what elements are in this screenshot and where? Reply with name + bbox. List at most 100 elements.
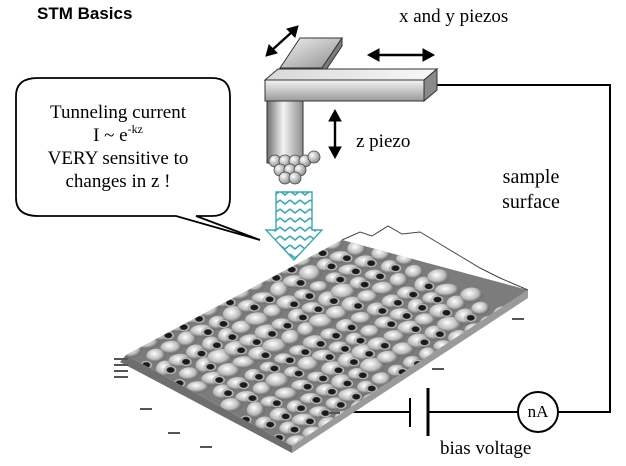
surface-pit [203, 361, 218, 372]
surface-pit [252, 371, 266, 382]
surface-pit [333, 399, 348, 410]
surface-pit [201, 327, 215, 338]
surface-pit [430, 294, 445, 305]
surface-pit [269, 398, 284, 409]
surface-bump [217, 363, 242, 379]
surface-bump [178, 367, 201, 382]
surface-bump [265, 372, 291, 390]
surface-pit [357, 279, 372, 290]
surface-pit [384, 319, 399, 330]
piezo-scanner [263, 36, 439, 185]
ammeter-label: nA [527, 402, 549, 421]
surface-bump [446, 295, 467, 312]
surface-pit [404, 380, 419, 391]
surface-pit [415, 302, 430, 313]
surface-pit [282, 355, 297, 366]
surface-pit [303, 416, 317, 427]
sample-surface-label: sample surface [494, 165, 568, 215]
surface-pit [263, 419, 278, 430]
surface-pit [212, 375, 227, 385]
surface-pit [364, 258, 379, 269]
surface-bump [414, 313, 437, 328]
surface-bump [297, 356, 320, 373]
xy-piezos-label: x and y piezos [399, 6, 509, 27]
surface-bump [220, 398, 243, 414]
surface-pit [309, 394, 324, 405]
surface-pit [221, 388, 236, 399]
surface-pit [300, 381, 315, 392]
scale-ticks [114, 318, 524, 448]
surface-pit [315, 248, 330, 259]
surface-pit [432, 329, 447, 340]
surface-pit [313, 338, 328, 349]
surface-pit [280, 320, 295, 331]
surface-pit [225, 332, 240, 343]
surface-pit [293, 277, 308, 288]
surface-bump [232, 356, 257, 370]
bubble-line2-base: I ~ e [93, 125, 128, 146]
surface-pit [223, 297, 237, 308]
surface-bump [470, 335, 496, 352]
surface-bump [270, 281, 290, 300]
surface-pit [216, 318, 231, 329]
surface-pit [355, 370, 370, 381]
surface-pit [439, 307, 454, 318]
surface-pit [331, 365, 346, 376]
arrows [265, 25, 436, 160]
surface-bump [371, 281, 396, 296]
page-title: STM Basics [37, 4, 133, 23]
surface-bump [186, 381, 210, 394]
surface-pit [316, 373, 331, 384]
surface-bump [160, 340, 183, 355]
surface-bump [427, 269, 451, 286]
surface-pit [318, 408, 333, 419]
surface-bump [357, 290, 379, 304]
surface-pit [163, 365, 178, 375]
z-piezo-label: z piezo [356, 131, 411, 152]
surface-bump [376, 350, 400, 366]
surface-pit [278, 411, 293, 422]
y-arrow-icon [265, 25, 299, 57]
surface-pit [236, 380, 251, 390]
bubble-line4: changes in z ! [65, 171, 171, 192]
surface-pit [302, 291, 317, 302]
surface-pit [390, 297, 405, 308]
surface-pit [179, 356, 194, 367]
surface-pit [329, 330, 344, 341]
surface-bump [244, 312, 271, 328]
surface-pit [375, 306, 390, 316]
surface-pit [269, 272, 284, 283]
bubble-line3: VERY sensitive to [47, 148, 189, 169]
surface-pit [267, 363, 282, 374]
surface-pit [339, 253, 354, 264]
surface-pit [389, 388, 403, 399]
sample-label-line1: sample [502, 166, 560, 188]
surface-pit [324, 261, 339, 272]
surface-pit [287, 424, 302, 435]
surface-pit [346, 357, 361, 368]
surface-bump [245, 278, 266, 293]
surface-bump [434, 283, 461, 298]
surface-bump [338, 240, 358, 243]
bubble-line2-exponent: -kz [127, 122, 143, 136]
surface-bump [298, 265, 323, 283]
bias-voltage-label: bias voltage [440, 438, 532, 459]
surface-pit [364, 383, 379, 394]
surface-bump [359, 240, 386, 247]
surface-pit [294, 403, 309, 414]
surface-pit [265, 328, 280, 339]
surface-pit [176, 322, 191, 333]
surface-pit [247, 302, 262, 313]
surface-pit [399, 311, 414, 321]
x-piezo-bar [264, 79, 425, 102]
surface-pit [284, 264, 299, 275]
ammeter-circle [517, 391, 559, 433]
surface-bump [456, 344, 479, 359]
z-piezo-column [266, 100, 304, 164]
surface-pit [353, 335, 368, 346]
surface-pit [192, 313, 207, 324]
surface-pit [349, 391, 364, 402]
surface-pit [161, 330, 176, 341]
surface-pit [295, 312, 310, 323]
